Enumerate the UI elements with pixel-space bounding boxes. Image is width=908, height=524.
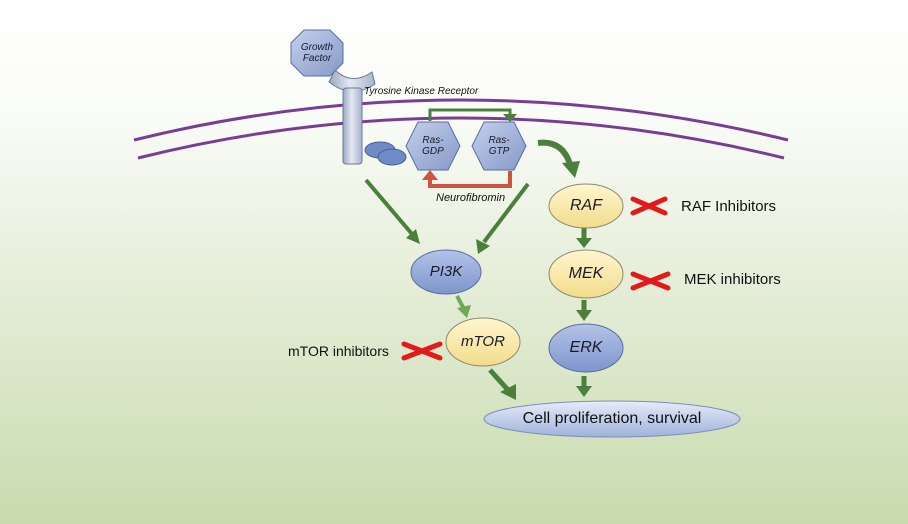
receptor-label: Tyrosine Kinase Receptor — [364, 86, 479, 97]
cell-membrane-inner — [137, 116, 785, 160]
ras-gdp-node — [405, 121, 461, 171]
mtor-to-outcome-arrow — [488, 368, 516, 400]
cell-proliferation-node — [483, 400, 741, 438]
receptor-to-pi3k-arrow — [364, 178, 420, 244]
mek-node — [548, 249, 624, 299]
mek-inhibitor-mark — [630, 271, 671, 291]
pi3k-node — [410, 249, 482, 295]
pi3k-to-mtor-arrow — [455, 295, 471, 318]
tyrosine-kinase-receptor — [328, 69, 407, 166]
neurofibromin-arrow — [422, 170, 512, 188]
mek-inhibitors-label: MEK inhibitors — [684, 271, 781, 288]
gdp-to-gtp-arrow — [428, 108, 517, 122]
raf-inhibitors-label: RAF Inhibitors — [681, 198, 777, 215]
growth-factor-node — [290, 29, 344, 77]
neurofibromin-label: Neurofibromin — [436, 192, 506, 204]
ras-to-pi3k-arrow — [476, 182, 530, 254]
ras-gtp-node — [471, 121, 527, 171]
raf-inhibitor-mark — [630, 196, 668, 216]
mtor-inhibitors-label: mTOR inhibitors — [288, 343, 389, 359]
erk-node — [548, 323, 624, 373]
mek-to-erk-arrow — [576, 300, 592, 321]
ras-to-raf-arrow — [537, 139, 580, 178]
raf-to-mek-arrow — [576, 228, 592, 248]
erk-to-outcome-arrow — [576, 376, 592, 397]
cell-membrane-outer — [133, 98, 789, 142]
mtor-inhibitor-mark — [401, 341, 443, 361]
mtor-node — [445, 317, 521, 367]
raf-node — [548, 183, 624, 229]
